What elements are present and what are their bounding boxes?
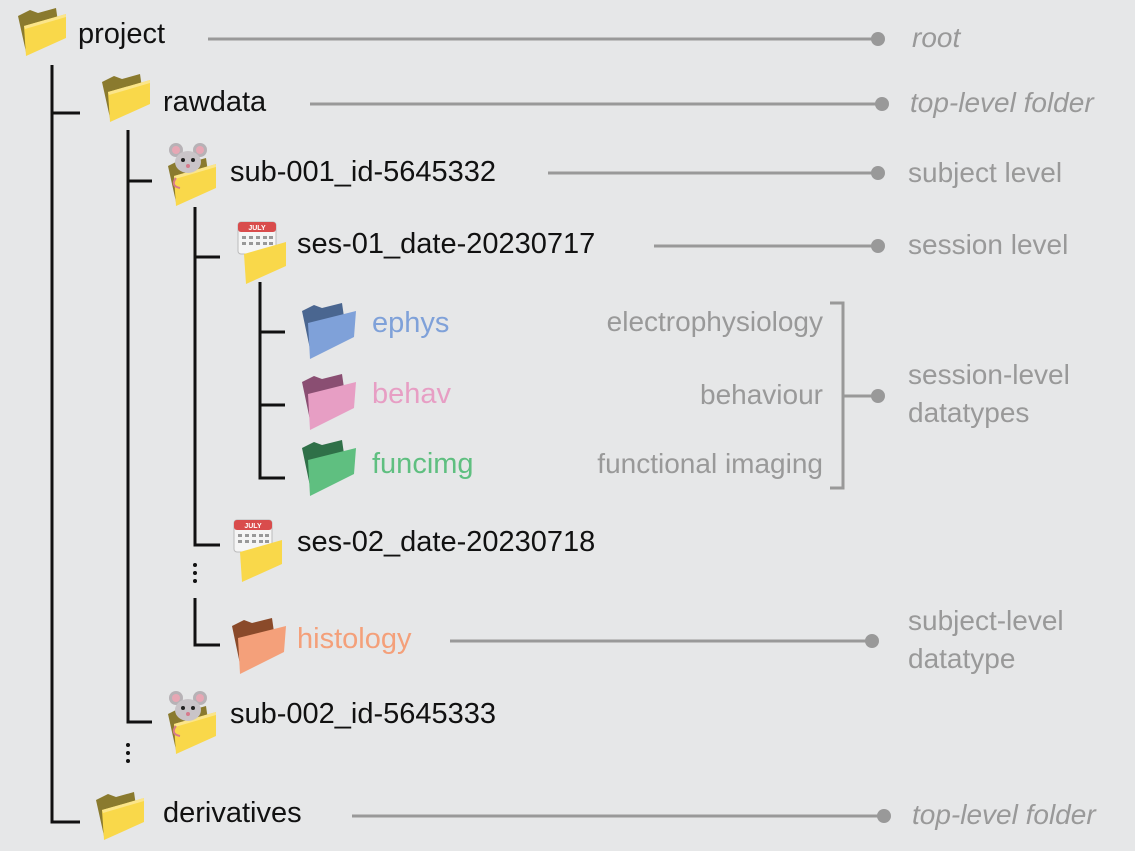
annotation-top-level-derivatives: top-level folder xyxy=(912,799,1096,830)
annotation-session-datatypes-line1: session-level xyxy=(908,359,1070,390)
folder-label-project: project xyxy=(78,18,166,50)
annotation-behaviour: behaviour xyxy=(700,379,823,410)
folder-label-histology: histology xyxy=(297,623,412,655)
folder-label-ses-01: ses-01_date-20230717 xyxy=(297,228,596,260)
folder-icon xyxy=(96,792,144,840)
folder-label-ses-02: ses-02_date-20230718 xyxy=(297,526,596,558)
folder-label-rawdata: rawdata xyxy=(163,86,267,118)
annotation-subject-datatype-line1: subject-level xyxy=(908,605,1064,636)
annotation-subject-datatype-line2: datatype xyxy=(908,643,1016,674)
annotation-session-level: session level xyxy=(908,229,1069,260)
calendar-folder-icon: JULY xyxy=(237,221,286,284)
folder-icon xyxy=(18,8,66,56)
calendar-icon: JULY xyxy=(233,519,273,553)
annotation-top-level-rawdata: top-level folder xyxy=(910,87,1094,118)
mouse-folder-icon xyxy=(168,691,216,754)
folder-icon xyxy=(302,303,356,359)
annotation-session-datatypes-line2: datatypes xyxy=(908,397,1030,428)
calendar-month: JULY xyxy=(244,523,262,530)
mouse-icon xyxy=(169,691,207,737)
calendar-folder-icon: JULY xyxy=(233,519,282,582)
annotation-subject-level: subject level xyxy=(908,157,1063,188)
folder-label-sub-001: sub-001_id-5645332 xyxy=(230,156,497,188)
folder-label-funcimg: funcimg xyxy=(372,448,474,480)
folder-label-sub-002: sub-002_id-5645333 xyxy=(230,698,497,730)
tree-connectors xyxy=(50,65,285,824)
folder-icon xyxy=(302,374,356,430)
folder-icon xyxy=(302,440,356,496)
folder-label-derivatives: derivatives xyxy=(163,797,302,829)
mouse-icon xyxy=(169,143,207,189)
leader-lines xyxy=(208,32,891,823)
ellipsis-icon xyxy=(126,563,197,763)
mouse-folder-icon xyxy=(168,143,216,206)
calendar-month: JULY xyxy=(248,225,266,232)
annotation-electrophysiology: electrophysiology xyxy=(606,306,823,337)
annotation-functional-imaging: functional imaging xyxy=(597,448,823,479)
folder-icon xyxy=(232,618,286,674)
folder-label-behav: behav xyxy=(372,378,452,410)
folder-icon xyxy=(102,74,150,122)
annotation-root: root xyxy=(912,22,961,53)
folder-label-ephys: ephys xyxy=(372,307,450,339)
